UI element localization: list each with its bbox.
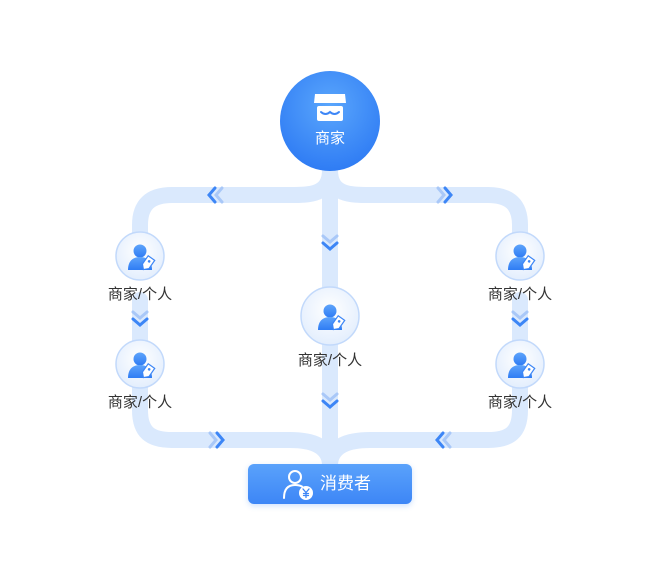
right-node-2-label: 商家/个人 <box>487 394 553 411</box>
right-node-1-label: 商家/个人 <box>487 286 553 303</box>
node-left-1 <box>115 231 165 281</box>
path-top-left <box>132 162 338 248</box>
left-node-2-label: 商家/个人 <box>107 394 173 411</box>
path-bottom-right <box>322 377 528 473</box>
node-left-2 <box>115 339 165 389</box>
path-bottom-left <box>132 377 338 473</box>
consumer-label: 消费者 <box>320 474 371 493</box>
middle-node-label: 商家/个人 <box>297 352 363 369</box>
consumer-yuan-icon <box>283 470 313 500</box>
node-right-1 <box>495 231 545 281</box>
node-middle <box>300 286 360 346</box>
top-node-label: 商家 <box>314 130 346 147</box>
node-consumer: 消费者 <box>248 464 412 504</box>
path-top-right <box>322 162 528 248</box>
storefront-icon <box>314 94 346 121</box>
left-node-1-label: 商家/个人 <box>107 286 173 303</box>
node-right-2 <box>495 339 545 389</box>
node-top-merchant <box>280 71 380 171</box>
